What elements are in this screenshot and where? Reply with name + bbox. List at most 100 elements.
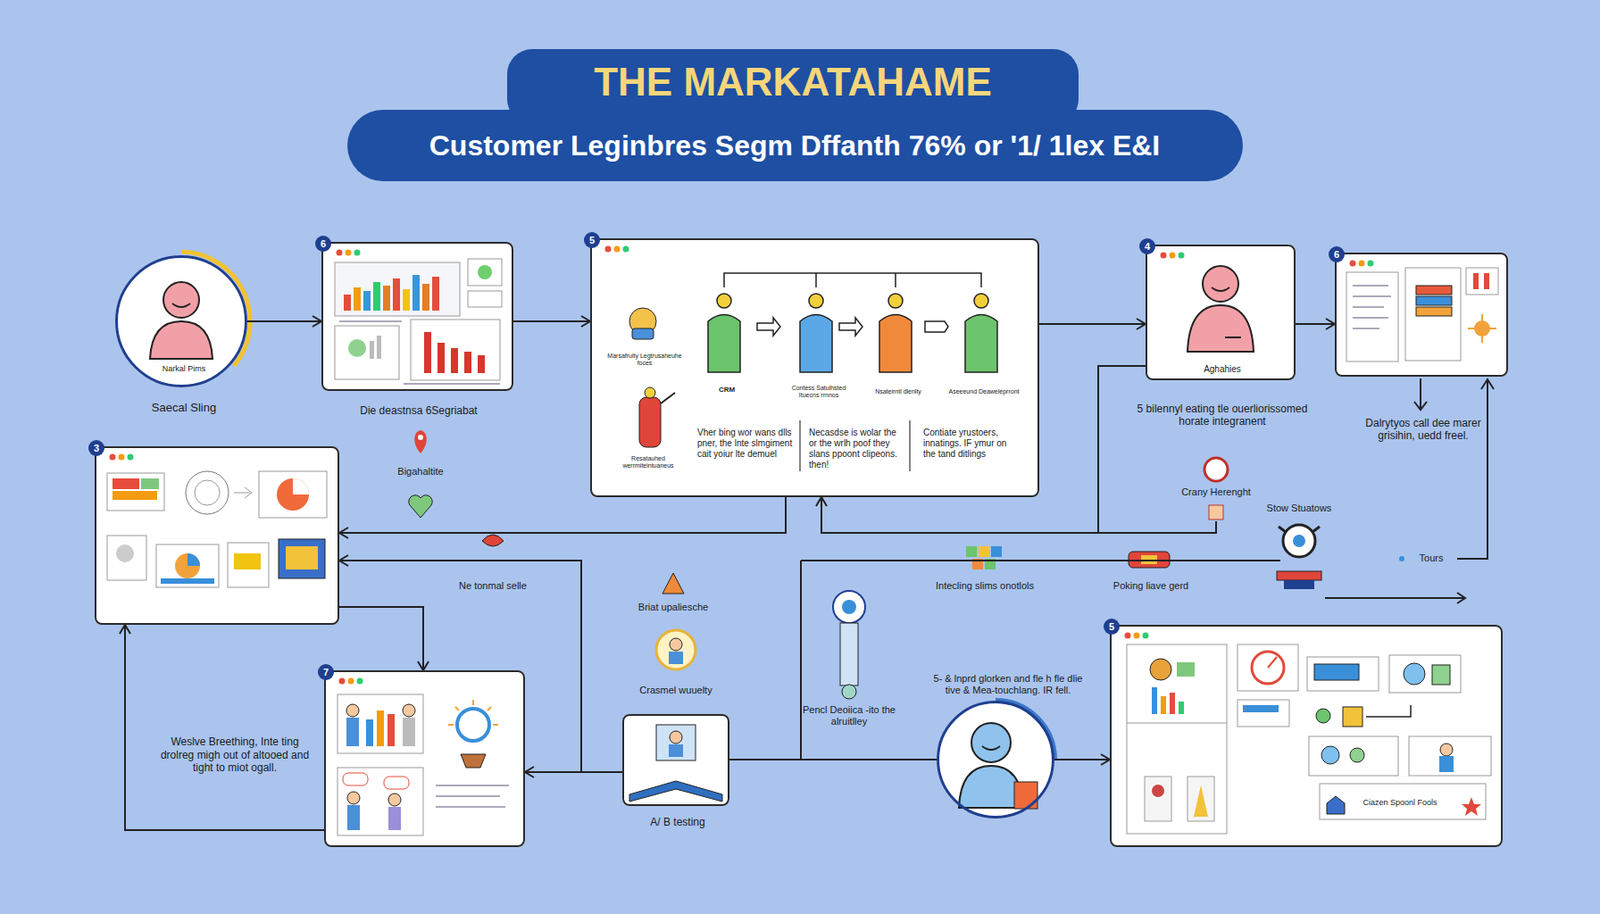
decor-g: [435, 785, 509, 808]
decor-rect: [402, 289, 410, 311]
node-text: Nsateirntl dlenlty: [864, 388, 933, 396]
decor-rect: [1176, 662, 1195, 677]
decor-circle: [127, 454, 134, 461]
decor-circle: [644, 387, 656, 399]
decor-circle: [1283, 525, 1316, 558]
decor-line: [1126, 723, 1227, 725]
callout-number: 5: [583, 232, 600, 249]
decor-rect: [233, 553, 261, 570]
decor-path: [1414, 378, 1427, 410]
decor-rect: [437, 342, 445, 374]
window-box: 4Aghahies5 bilennyl eating tle ouerliori…: [1145, 244, 1296, 381]
decor-line: [1278, 526, 1286, 533]
label-text: Briat upaliesche: [615, 601, 732, 614]
window-box: 7: [324, 670, 525, 848]
decor-line: [403, 383, 500, 385]
decor-rect: [392, 278, 400, 311]
decor-rect: [366, 719, 374, 747]
decor-rect: [467, 291, 502, 308]
decor-rect: [1308, 736, 1399, 776]
decor-circle: [1251, 651, 1284, 684]
decor-line: [1267, 657, 1277, 668]
decor-path: [1325, 592, 1466, 604]
decor-circle: [339, 678, 346, 685]
decor-circle: [115, 255, 248, 388]
decor-circle: [1169, 252, 1176, 259]
decor-rect: [668, 744, 684, 758]
callout-number: 7: [317, 664, 334, 681]
decor-rect: [324, 670, 525, 848]
decor-rect: [432, 276, 440, 311]
decor-line: [339, 320, 402, 323]
decor-circle: [276, 478, 309, 511]
decor-line: [487, 707, 492, 711]
decor-rect: [622, 714, 730, 807]
decor-path: [1187, 305, 1254, 352]
decor-line: [435, 795, 500, 798]
node-text: 5 bilennyl eating tle ouerliorissomed ho…: [1128, 402, 1317, 429]
decor-circle: [457, 708, 490, 742]
label-text: Crany Herenght: [1153, 486, 1279, 499]
decor-rect: [337, 694, 424, 754]
decor-line: [435, 806, 506, 809]
node-text: A/ B testing: [615, 816, 741, 829]
decor-circle: [614, 246, 621, 253]
decor-path: [925, 321, 949, 333]
decor-rect: [369, 341, 375, 359]
decor-rect: [1187, 776, 1215, 822]
decor-rect: [1439, 756, 1454, 773]
decor-rect: [639, 397, 661, 448]
decor-rect: [107, 535, 147, 581]
decor-rect: [656, 725, 696, 761]
decor-circle: [116, 544, 134, 563]
decor-rect: [632, 328, 654, 340]
decor-path: [800, 559, 1281, 562]
node-text: Ciazen Spoonl Fools: [1341, 798, 1459, 809]
decor-path: [1457, 379, 1494, 559]
decor-rect: [1144, 776, 1172, 822]
decor-rect: [1126, 644, 1227, 834]
decor-circle: [1403, 663, 1425, 685]
decor-circle: [841, 684, 857, 700]
decor-rect: [321, 241, 514, 392]
decor-rect: [1334, 252, 1509, 377]
decor-rect: [1314, 664, 1359, 681]
decor-line: [908, 420, 910, 472]
decor-path: [982, 746, 1000, 750]
decor-line: [472, 700, 475, 706]
decor-rect: [1432, 665, 1450, 685]
node-text: 5- & lnprd glorken and fle h fle dlie ti…: [927, 673, 1089, 697]
decor-circle: [185, 471, 229, 515]
connector-arrow: [125, 625, 325, 831]
decor-rect: [1208, 505, 1224, 520]
node-text: Saecal Sling: [108, 400, 260, 416]
decor-rect: [376, 710, 384, 747]
connector-arrow: [339, 560, 623, 773]
decor-rect: [1160, 696, 1167, 715]
decor-rect: [156, 544, 219, 588]
decor-circle: [669, 731, 683, 744]
decor-path: [708, 315, 741, 374]
decor-circle: [1142, 633, 1150, 640]
connector-arrow: [339, 607, 424, 671]
callout-number: 5: [1103, 618, 1120, 635]
decor-rect: [412, 275, 420, 311]
decor-rect: [1276, 571, 1322, 581]
circle-node: 5- & lnprd glorken and fle h fle dlie ti…: [936, 700, 1055, 819]
decor-rect: [1346, 272, 1399, 362]
decor-path: [965, 315, 998, 374]
decor-rect: [477, 355, 485, 374]
decor-circle: [118, 454, 125, 461]
decor-rect: [1416, 285, 1452, 295]
connector-arrow: [1295, 323, 1335, 325]
decor-path: [408, 495, 433, 518]
decor-g: [800, 420, 910, 472]
decor-rect: [1109, 625, 1503, 848]
decor-rect: [285, 546, 318, 570]
decor-path: [482, 534, 504, 547]
decor-path: [724, 273, 982, 288]
node-text: CRM: [707, 385, 747, 395]
node-text: Resatauhed werrmiteintuaneus: [605, 455, 692, 471]
decor-circle: [109, 454, 117, 461]
